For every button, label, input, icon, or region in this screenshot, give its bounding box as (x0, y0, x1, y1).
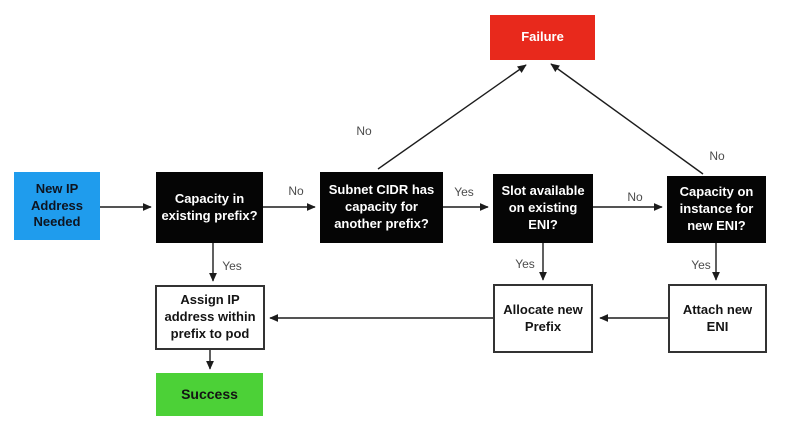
edge-label-no-slot-to-capacity-eni: No (627, 190, 643, 204)
node-failure-label: Failure (521, 29, 564, 45)
edge-subnet-to-failure (377, 64, 527, 170)
node-assign-ip-to-pod-label: Assign IP address within prefix to pod (164, 292, 256, 341)
node-allocate-new-prefix: Allocate new Prefix (493, 284, 593, 353)
edge-label-no-subnet-to-failure: No (356, 124, 372, 138)
node-success-label: Success (181, 386, 238, 403)
edge-label-yes-capacity-to-assign: Yes (222, 259, 242, 273)
node-new-ip-needed-label: New IP Address Needed (30, 180, 84, 230)
node-slot-available-eni: Slot available on existing ENI? (493, 174, 593, 243)
node-assign-ip-to-pod: Assign IP address within prefix to pod (155, 285, 265, 350)
node-subnet-cidr-capacity-label: Subnet CIDR has capacity for another pre… (328, 182, 435, 231)
node-success: Success (156, 373, 263, 416)
node-capacity-instance-new-eni-label: Capacity on instance for new ENI? (679, 184, 754, 233)
node-subnet-cidr-capacity: Subnet CIDR has capacity for another pre… (320, 172, 443, 243)
edge-capacity-eni-to-failure (550, 63, 704, 175)
node-capacity-existing-prefix-label: Capacity in existing prefix? (161, 190, 258, 223)
node-capacity-existing-prefix: Capacity in existing prefix? (156, 172, 263, 243)
edge-label-yes-capacity-eni-to-attach: Yes (691, 258, 711, 272)
node-failure: Failure (490, 15, 595, 60)
node-attach-new-eni: Attach new ENI (668, 284, 767, 353)
edge-label-no-capacity-to-subnet: No (288, 184, 304, 198)
edge-label-yes-slot-to-allocate: Yes (515, 257, 535, 271)
node-new-ip-needed: New IP Address Needed (14, 172, 100, 240)
edge-label-no-capacity-eni-to-failure: No (709, 149, 725, 163)
node-allocate-new-prefix-label: Allocate new Prefix (503, 301, 583, 334)
node-slot-available-eni-label: Slot available on existing ENI? (501, 183, 585, 232)
edge-label-yes-subnet-to-slot: Yes (454, 185, 474, 199)
node-capacity-instance-new-eni: Capacity on instance for new ENI? (667, 176, 766, 243)
node-attach-new-eni-label: Attach new ENI (682, 301, 753, 334)
